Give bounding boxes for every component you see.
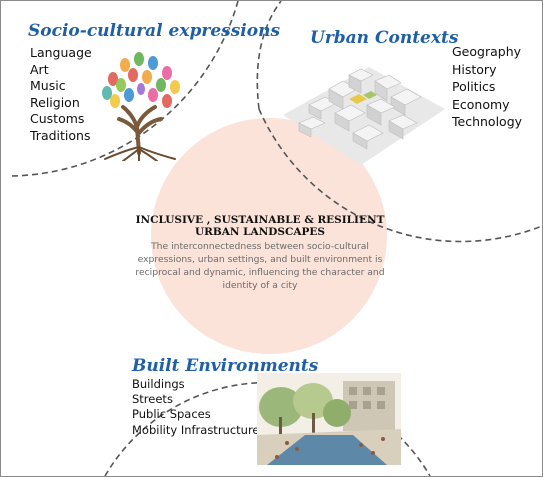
urban-title: Urban Contexts [310,28,459,48]
list-item: Streets [132,392,173,407]
socio-title: Socio-cultural expressions [28,21,281,41]
tree-of-hands-illustration [102,52,180,161]
list-item: Art [30,61,49,77]
center-circle [151,118,387,354]
list-item: Buildings [132,377,185,391]
list-item: Public Spaces [132,407,211,422]
streetscape-sketch-illustration [257,373,401,465]
list-item: Language [30,45,92,60]
list-item: Religion [30,94,80,110]
list-item: Music [30,78,66,94]
center-title: INCLUSIVE , SUSTAINABLE & RESILIENT URBA… [135,214,385,238]
built-title: Built Environments [132,356,319,376]
list-item: History [452,61,497,77]
socio-dashed-arc [10,1,239,177]
list-item: Technology [452,114,523,129]
list-item: Mobility Infrastructure [132,422,260,437]
list-item: Politics [452,79,496,94]
list-item: Customs [30,111,85,127]
list-item: Geography [452,44,522,59]
built-list: Buildings Streets Public Spaces Mobility… [132,377,260,438]
urban-dashed-arc [258,108,542,243]
urban-list: Geography History Politics Economy Techn… [452,43,522,131]
city-model-illustration [283,67,445,165]
socio-list: Language Art Music Religion Customs Trad… [30,45,92,145]
list-item: Traditions [30,127,91,143]
list-item: Economy [452,96,510,112]
urban-dashed-arc-top [256,1,282,110]
center-description: The interconnectedness between socio-cul… [135,241,385,291]
